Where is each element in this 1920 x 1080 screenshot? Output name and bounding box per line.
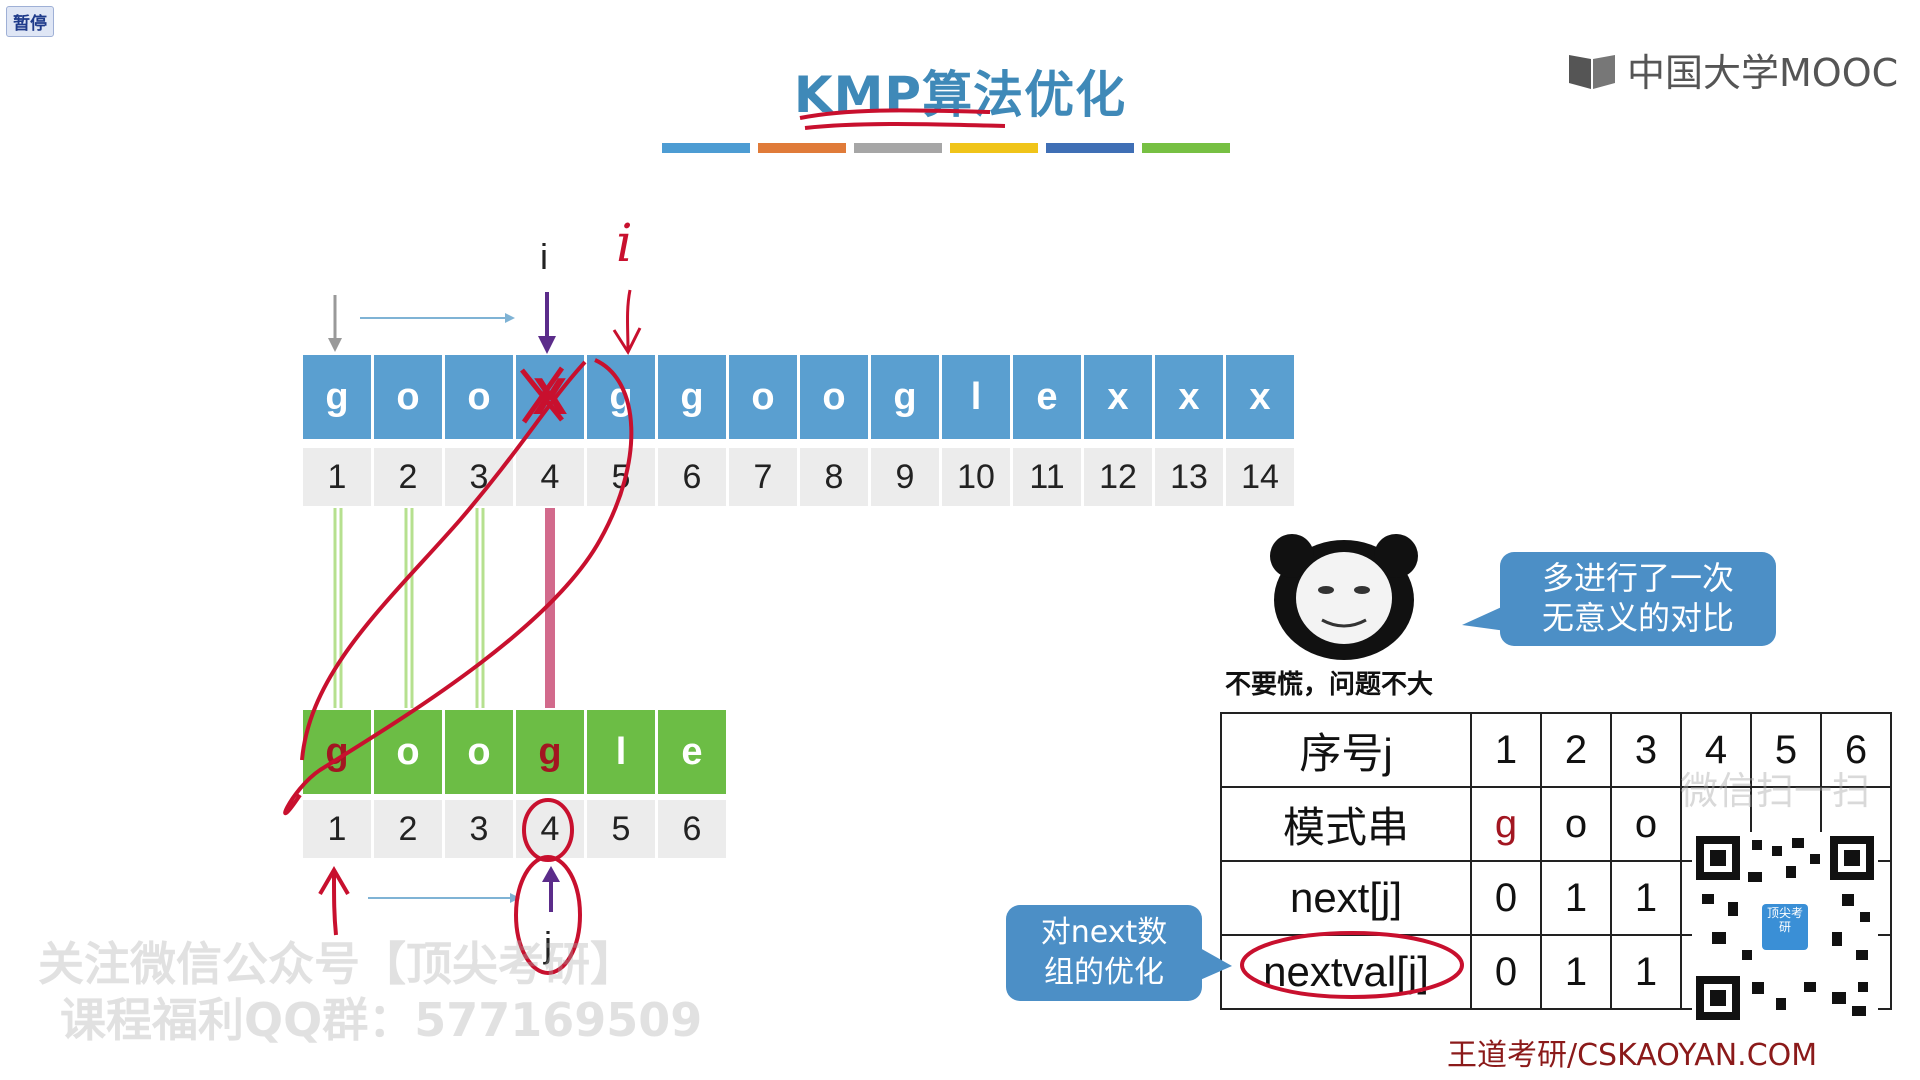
text-index: 11 bbox=[1013, 448, 1081, 506]
qr-badge-label: 顶尖考研 bbox=[1766, 906, 1803, 934]
callout-line-2: 组的优化 bbox=[1044, 955, 1164, 990]
watermark-wechat-account: 关注微信公众号【顶尖考研】 bbox=[38, 937, 636, 991]
pointer-i-label: i bbox=[540, 236, 548, 277]
watermark-qq-group: 课程福利QQ群：577169509 bbox=[60, 993, 703, 1047]
pattern-index: 5 bbox=[587, 800, 655, 858]
pattern-char: g bbox=[516, 710, 584, 794]
pattern-index: 1 bbox=[303, 800, 371, 858]
book-icon bbox=[1569, 54, 1615, 89]
table-cell: 2 bbox=[1540, 712, 1612, 788]
table-cell: g bbox=[1470, 786, 1542, 862]
pause-badge[interactable]: 暂停 bbox=[6, 6, 54, 37]
text-char: g bbox=[871, 355, 939, 439]
table-header-cell: 序号j bbox=[1220, 712, 1472, 788]
color-bar-3 bbox=[854, 143, 942, 153]
text-char: g bbox=[587, 355, 655, 439]
text-index: 8 bbox=[800, 448, 868, 506]
text-index: 2 bbox=[374, 448, 442, 506]
text-index: 13 bbox=[1155, 448, 1223, 506]
table-header-cell: 模式串 bbox=[1220, 786, 1472, 862]
handwritten-annotations bbox=[283, 358, 634, 975]
table-cell: 1 bbox=[1610, 860, 1682, 936]
text-index: 1 bbox=[303, 448, 371, 506]
text-char: o bbox=[374, 355, 442, 439]
qr-code-icon bbox=[1692, 832, 1878, 1024]
table-cell: 4 bbox=[1680, 712, 1752, 788]
color-bar-5 bbox=[1046, 143, 1134, 153]
bubble-line-1: 多进行了一次 bbox=[1541, 559, 1734, 597]
nextval-circle-annotation bbox=[1240, 931, 1464, 999]
text-index: 4 bbox=[516, 448, 584, 506]
pattern-index: 3 bbox=[445, 800, 513, 858]
text-char: x bbox=[1084, 355, 1152, 439]
pattern-pointer-arrows bbox=[318, 866, 560, 936]
text-pointer-arrows bbox=[328, 289, 642, 356]
pointer-j-label: j bbox=[544, 924, 552, 965]
table-cell: 3 bbox=[1610, 712, 1682, 788]
panda-caption: 不要慌，问题不大 bbox=[1225, 670, 1434, 700]
text-index: 6 bbox=[658, 448, 726, 506]
callout-tail bbox=[1200, 948, 1232, 980]
qr-code[interactable]: 顶尖考研 bbox=[1692, 832, 1878, 1024]
text-char: o bbox=[729, 355, 797, 439]
table-cell: 5 bbox=[1750, 712, 1822, 788]
text-char: l bbox=[942, 355, 1010, 439]
text-index: 10 bbox=[942, 448, 1010, 506]
pattern-char: l bbox=[587, 710, 655, 794]
wechat-scan-label: 微信扫一扫 bbox=[1680, 769, 1871, 813]
color-bar-4 bbox=[950, 143, 1038, 153]
table-cell: 1 bbox=[1540, 934, 1612, 1010]
pattern-index: 6 bbox=[658, 800, 726, 858]
pattern-index: 2 bbox=[374, 800, 442, 858]
site-url: 王道考研/CSKAOYAN.COM bbox=[1447, 1038, 1818, 1073]
text-char: x bbox=[1155, 355, 1223, 439]
text-char: x bbox=[1226, 355, 1294, 439]
color-bar-6 bbox=[1142, 143, 1230, 153]
text-char: e bbox=[1013, 355, 1081, 439]
pattern-char: o bbox=[445, 710, 513, 794]
text-char: o bbox=[445, 355, 513, 439]
pattern-char: o bbox=[374, 710, 442, 794]
table-row: 序号j 1 2 3 4 5 6 bbox=[1220, 712, 1892, 788]
color-bar-strip bbox=[662, 143, 1230, 153]
comparison-lines bbox=[333, 508, 555, 708]
title-underline-scribble bbox=[799, 108, 1006, 130]
mooc-logo-text: 中国大学MOOC bbox=[1627, 51, 1899, 95]
table-cell: 1 bbox=[1540, 860, 1612, 936]
table-cell: 0 bbox=[1470, 860, 1542, 936]
bubble-tail bbox=[1462, 605, 1506, 631]
bubble-line-2: 无意义的对比 bbox=[1541, 599, 1734, 637]
pattern-char: g bbox=[303, 710, 371, 794]
text-char: g bbox=[303, 355, 371, 439]
color-bar-2 bbox=[758, 143, 846, 153]
pattern-index: 4 bbox=[516, 800, 584, 858]
speech-bubble: 多进行了一次 无意义的对比 bbox=[1500, 552, 1776, 646]
mooc-logo: 中国大学MOOC bbox=[1565, 42, 1898, 97]
slide-title: KMP算法优化 bbox=[793, 66, 1127, 124]
color-bar-1 bbox=[662, 143, 750, 153]
table-cell: o bbox=[1610, 786, 1682, 862]
table-cell: 1 bbox=[1610, 934, 1682, 1010]
text-char: o bbox=[800, 355, 868, 439]
text-char: g bbox=[658, 355, 726, 439]
callout-line-1: 对next数 bbox=[1040, 915, 1168, 950]
table-cell: 0 bbox=[1470, 934, 1542, 1010]
text-index: 12 bbox=[1084, 448, 1152, 506]
text-index: 14 bbox=[1226, 448, 1294, 506]
handwritten-i-label: i bbox=[616, 214, 633, 274]
callout-bubble: 对next数 组的优化 bbox=[1006, 905, 1202, 1001]
pattern-char: e bbox=[658, 710, 726, 794]
table-cell: 1 bbox=[1470, 712, 1542, 788]
text-index: 7 bbox=[729, 448, 797, 506]
text-index: 9 bbox=[871, 448, 939, 506]
table-cell: 6 bbox=[1820, 712, 1892, 788]
table-header-cell: next[j] bbox=[1220, 860, 1472, 936]
text-char-mismatch: X bbox=[516, 355, 584, 439]
table-cell: o bbox=[1540, 786, 1612, 862]
panda-meme-icon bbox=[1270, 534, 1418, 660]
